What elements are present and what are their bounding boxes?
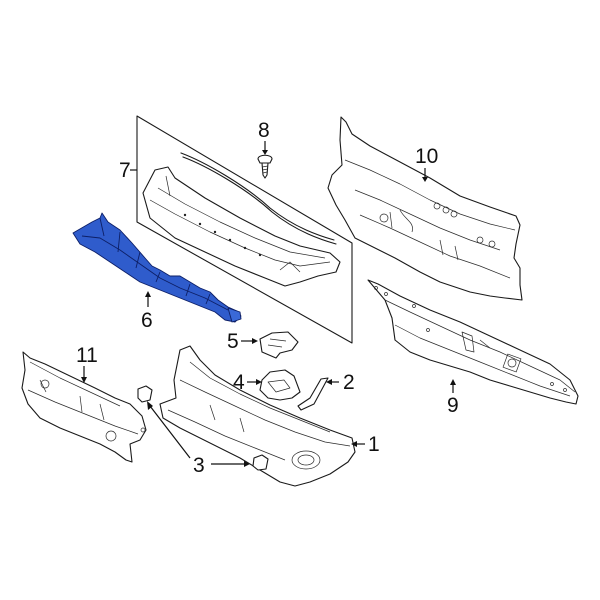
callout-11[interactable]: 11 [76,344,98,367]
part-7-seal-strip [180,152,337,245]
part-3-pad-lower[interactable] [252,454,269,471]
callout-10[interactable]: 10 [415,145,438,168]
part-1-cowl-top-panel[interactable] [159,345,356,487]
callout-5[interactable]: 5 [227,330,239,353]
part-8-clip[interactable] [257,154,273,179]
part-7-cowl-grille-panel[interactable] [142,166,341,287]
part-4-housing[interactable] [259,369,301,401]
part-11-side-panel[interactable] [21,351,147,463]
part-3-pad-upper[interactable] [137,385,153,403]
callout-1[interactable]: 1 [368,433,380,456]
part-9-dash-panel-lower[interactable] [367,279,579,405]
callout-6[interactable]: 6 [141,309,153,332]
part-5-bracket[interactable] [259,331,299,359]
callout-9[interactable]: 9 [447,394,459,417]
callout-3[interactable]: 3 [193,454,205,477]
part-7-group [136,115,353,344]
callout-8[interactable]: 8 [258,119,270,142]
part-7-kit-frame [136,115,353,344]
part-6-cowl-side-cover[interactable] [72,212,242,323]
callout-7[interactable]: 7 [119,159,131,182]
part-2-brace[interactable] [297,377,329,411]
callout-2[interactable]: 2 [343,371,355,394]
